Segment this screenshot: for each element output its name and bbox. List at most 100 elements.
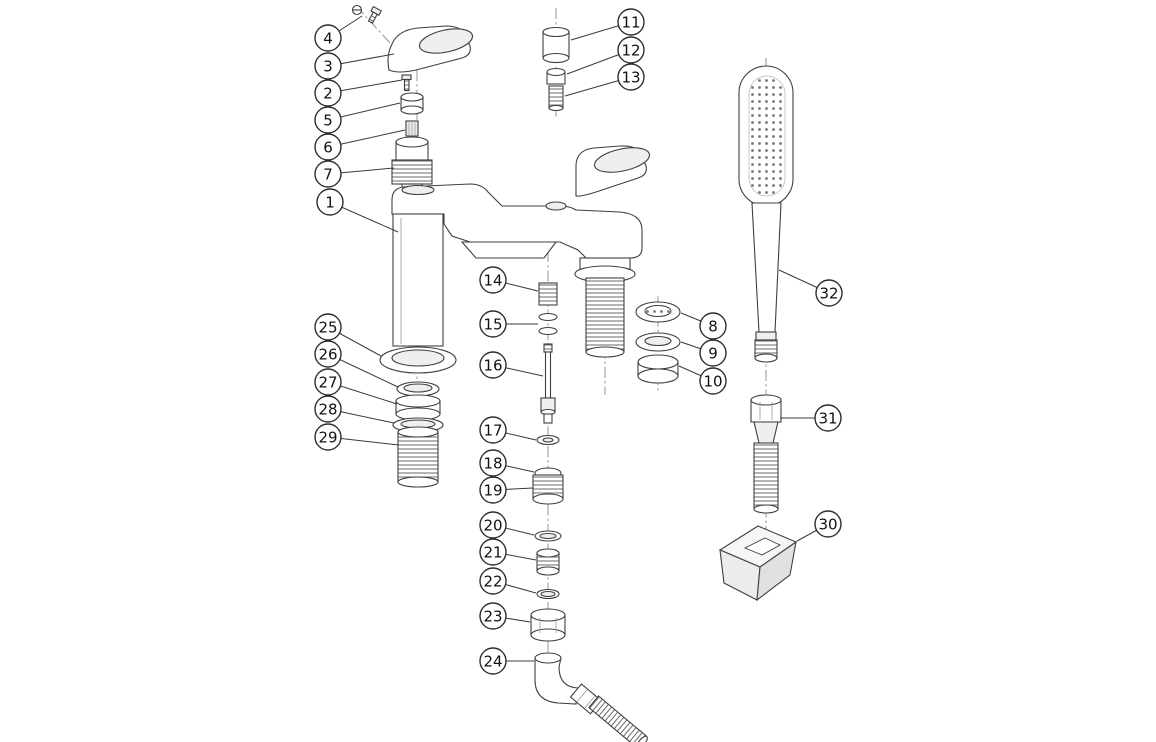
callout-23: 23 — [479, 602, 531, 630]
callout-21: 21 — [479, 538, 537, 566]
callout-20: 20 — [479, 511, 535, 539]
callout-18: 18 — [479, 449, 535, 477]
callout-16: 16 — [479, 351, 544, 379]
callout-number: 29 — [318, 428, 337, 446]
callout-number: 11 — [621, 13, 640, 31]
callout-circle — [314, 24, 342, 52]
callout-circle — [479, 602, 507, 630]
callout-number: 24 — [483, 652, 502, 670]
callout-number: 20 — [483, 516, 502, 534]
threaded-insert — [536, 548, 560, 576]
callout-6: 6 — [314, 129, 406, 161]
callout-31: 31 — [780, 404, 842, 432]
callout-15: 15 — [479, 310, 538, 338]
collar — [400, 92, 424, 115]
callout-circle — [314, 368, 342, 396]
callout-number: 8 — [708, 317, 718, 335]
callout-circle — [479, 351, 507, 379]
callout-circle — [314, 133, 342, 161]
callout-number: 9 — [708, 344, 718, 362]
callout-number: 5 — [323, 111, 333, 129]
washer — [536, 434, 560, 446]
elbow-outlet — [534, 652, 648, 742]
callout-number: 13 — [621, 68, 640, 86]
callout-number: 14 — [483, 271, 502, 289]
callout-number: 28 — [318, 400, 337, 418]
callout-circle — [479, 476, 507, 504]
callout-number: 32 — [819, 284, 838, 302]
threaded-adaptor — [532, 467, 564, 505]
callout-circle — [314, 79, 342, 107]
washer-2 — [534, 530, 562, 542]
callout-circle — [314, 313, 342, 341]
callout-3: 3 — [314, 52, 395, 80]
callout-circle — [479, 266, 507, 294]
callout-14: 14 — [479, 266, 539, 294]
callout-circle — [699, 367, 727, 395]
callout-13: 13 — [564, 63, 645, 97]
callout-circle — [316, 188, 344, 216]
callout-9: 9 — [680, 339, 727, 367]
callout-number: 7 — [323, 165, 333, 183]
callout-19: 19 — [479, 476, 534, 504]
callout-12: 12 — [566, 36, 645, 75]
callout-circle — [814, 404, 842, 432]
tap-body — [391, 145, 651, 358]
callout-5: 5 — [314, 102, 401, 134]
handle-screw — [401, 74, 412, 92]
callout-circle — [479, 416, 507, 444]
callout-number: 22 — [483, 572, 502, 590]
tap-handle-exploded — [387, 25, 474, 73]
callouts-layer: 1234567891011121314151617181920212223242… — [314, 8, 843, 675]
callout-number: 31 — [818, 409, 837, 427]
callout-30: 30 — [796, 510, 842, 542]
callout-circle — [479, 647, 507, 675]
callout-circle — [314, 52, 342, 80]
callout-11: 11 — [570, 8, 645, 41]
diverter-knob-parts — [542, 26, 570, 112]
callout-number: 15 — [483, 315, 502, 333]
callout-number: 12 — [621, 41, 640, 59]
callout-circle — [814, 510, 842, 538]
cartridge-spindle — [405, 120, 419, 137]
hose-nut — [530, 608, 566, 642]
callout-number: 16 — [483, 356, 502, 374]
callout-circle — [479, 449, 507, 477]
callout-26: 26 — [314, 340, 399, 388]
callout-circle — [314, 423, 342, 451]
callout-25: 25 — [314, 313, 382, 357]
callout-32: 32 — [778, 269, 843, 307]
callout-number: 17 — [483, 421, 502, 439]
callout-circle — [699, 312, 727, 340]
callout-number: 19 — [483, 481, 502, 499]
callout-number: 25 — [318, 318, 337, 336]
callout-27: 27 — [314, 368, 398, 405]
handle-fixing-screws — [351, 4, 383, 24]
callout-28: 28 — [314, 395, 395, 424]
callout-24: 24 — [479, 647, 534, 675]
callout-2: 2 — [314, 79, 403, 107]
callout-number: 23 — [483, 607, 502, 625]
callout-number: 1 — [325, 193, 335, 211]
callout-10: 10 — [678, 365, 727, 395]
callout-number: 27 — [318, 373, 337, 391]
callout-circle — [815, 279, 843, 307]
callout-number: 3 — [323, 57, 333, 75]
callout-number: 10 — [703, 372, 722, 390]
callout-22: 22 — [479, 567, 537, 595]
callout-circle — [314, 106, 342, 134]
callout-circle — [479, 538, 507, 566]
spring — [538, 282, 558, 306]
callout-circle — [617, 36, 645, 64]
callout-number: 30 — [818, 515, 837, 533]
o-ring — [536, 588, 560, 600]
shower-hose — [750, 394, 782, 514]
callout-1: 1 — [316, 188, 399, 233]
leg-fixing-stack — [379, 346, 457, 488]
callout-circle — [479, 511, 507, 539]
callout-17: 17 — [479, 416, 537, 444]
callout-29: 29 — [314, 423, 400, 451]
callout-circle — [699, 339, 727, 367]
